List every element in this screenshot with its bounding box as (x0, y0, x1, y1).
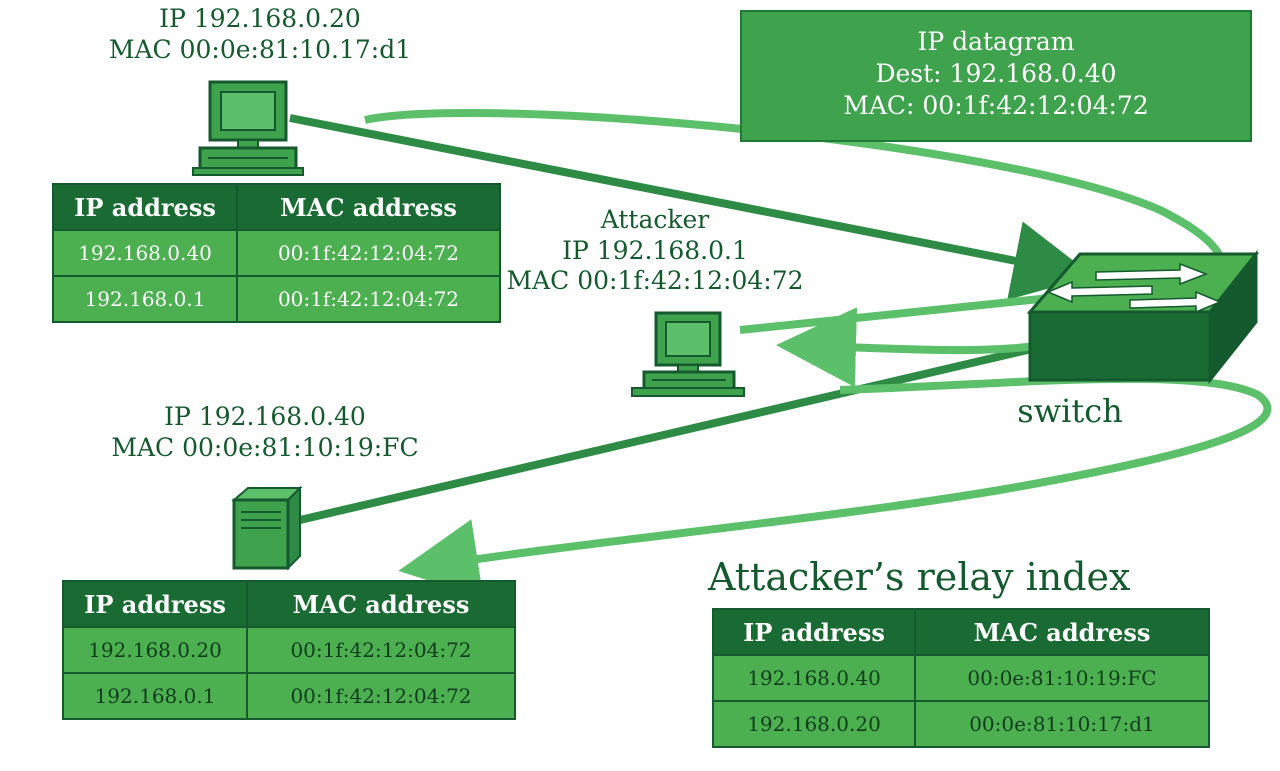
ip-datagram-box: IP datagram Dest: 192.168.0.40 MAC: 00:1… (740, 10, 1252, 142)
attacker-title: Attacker (600, 205, 710, 234)
server-ip: IP 192.168.0.40 (164, 402, 366, 431)
table-row: 192.168.0.40 00:0e:81:10:19:FC (712, 654, 1210, 702)
mac-cell: 00:1f:42:12:04:72 (236, 275, 501, 323)
column-header-ip: IP address (712, 608, 916, 656)
table-header-row: IP address MAC address (712, 608, 1210, 656)
relay-index-table: IP address MAC address 192.168.0.40 00:0… (712, 608, 1210, 748)
attacker-to-switch-line (739, 294, 1051, 334)
mac-cell: 00:1f:42:12:04:72 (246, 672, 516, 720)
attacker-label: Attacker IP 192.168.0.1 MAC 00:1f:42:12:… (490, 205, 820, 297)
server-to-switch-line (299, 336, 1071, 524)
ip-cell: 192.168.0.1 (62, 672, 248, 720)
mac-cell: 00:0e:81:10:19:FC (914, 654, 1210, 702)
switch-arrow-icon (1129, 290, 1222, 314)
mac-cell: 00:1f:42:12:04:72 (246, 626, 516, 674)
ip-cell: 192.168.0.20 (712, 700, 916, 748)
mac-cell: 00:1f:42:12:04:72 (236, 229, 501, 277)
ip-cell: 192.168.0.40 (712, 654, 916, 702)
loop-to-attacker-arrow (364, 109, 1227, 388)
attacker-ip: IP 192.168.0.1 (562, 235, 748, 265)
table-row: 192.168.0.40 00:1f:42:12:04:72 (52, 229, 501, 277)
table-row: 192.168.0.1 00:1f:42:12:04:72 (62, 672, 516, 720)
table-row: 192.168.0.20 00:0e:81:10:17:d1 (712, 700, 1210, 748)
switch-arrow-icon (1046, 280, 1153, 304)
server-label: IP 192.168.0.40 MAC 00:0e:81:10:19:FC (90, 402, 440, 463)
switch-icon (1026, 249, 1260, 385)
host-a-computer-icon (192, 80, 304, 176)
relay-index-title: Attacker’s relay index (708, 555, 1131, 599)
host-a-ip: IP 192.168.0.20 (159, 4, 361, 33)
server-tower-icon (231, 485, 303, 571)
ip-cell: 192.168.0.40 (52, 229, 238, 277)
datagram-title: IP datagram (917, 27, 1075, 56)
table-row: 192.168.0.1 00:1f:42:12:04:72 (52, 275, 501, 323)
column-header-ip: IP address (62, 580, 248, 628)
column-header-ip: IP address (52, 183, 238, 231)
mac-cell: 00:0e:81:10:17:d1 (914, 700, 1210, 748)
table-row: 192.168.0.20 00:1f:42:12:04:72 (62, 626, 516, 674)
host-a-mac: MAC 00:0e:81:10.17:d1 (108, 34, 412, 64)
attacker-computer-icon (631, 311, 745, 397)
switch-label: switch (1017, 392, 1123, 430)
column-header-mac: MAC address (236, 183, 501, 231)
switch-arrow-icon (1095, 262, 1209, 286)
datagram-mac: MAC: 00:1f:42:12:04:72 (843, 91, 1149, 120)
table-header-row: IP address MAC address (62, 580, 516, 628)
ip-cell: 192.168.0.1 (52, 275, 238, 323)
host-a-arp-table: IP address MAC address 192.168.0.40 00:1… (52, 183, 501, 323)
column-header-mac: MAC address (914, 608, 1210, 656)
table-header-row: IP address MAC address (52, 183, 501, 231)
host-a-to-switch-arrow (289, 114, 1094, 300)
server-arp-table: IP address MAC address 192.168.0.20 00:1… (62, 580, 516, 720)
datagram-dest: Dest: 192.168.0.40 (875, 59, 1117, 88)
server-mac: MAC 00:0e:81:10:19:FC (111, 432, 419, 462)
attacker-mac: MAC 00:1f:42:12:04:72 (506, 266, 804, 295)
column-header-mac: MAC address (246, 580, 516, 628)
host-a-label: IP 192.168.0.20 MAC 00:0e:81:10.17:d1 (80, 4, 440, 65)
ip-cell: 192.168.0.20 (62, 626, 248, 674)
